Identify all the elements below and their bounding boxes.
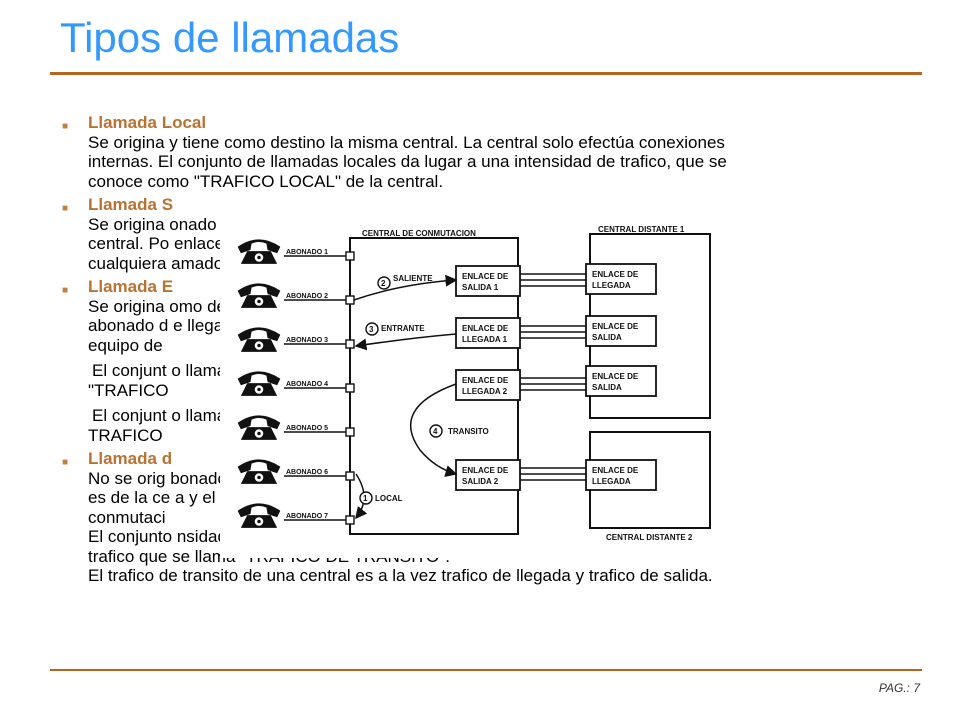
bullet-heading: Llamada Local [88, 113, 207, 132]
bullet-item-local: ■ Llamada Local Se origina y tiene como … [62, 113, 932, 191]
call-types-diagram: CENTRAL DE CONMUTACION CENTRAL DISTANTE … [220, 188, 746, 558]
telephone-icon [237, 459, 281, 484]
route-saliente-arrow [353, 274, 458, 301]
telephone-icon [237, 503, 281, 528]
box-label-line-2: SALIDA [592, 383, 622, 392]
route-label-local: 1 LOCAL [359, 491, 403, 505]
bullet-text: internas. El conjunto de llamadas locale… [88, 152, 727, 171]
route-label-saliente: 2 SALIENTE [377, 274, 433, 290]
subscriber-label: ABONADO 7 [286, 513, 328, 520]
box-label-line-2: LLEGADA 1 [462, 335, 508, 344]
footer-divider [50, 669, 922, 671]
bullet-heading: Llamada E [88, 277, 174, 296]
bullet-text: "TRAFICO [88, 380, 169, 400]
subscriber-label: ABONADO 5 [286, 425, 328, 432]
bullet-text: cualquiera amado. [88, 253, 228, 273]
box-label-line-2: LLEGADA [592, 477, 631, 486]
bullet-heading: Llamada d [88, 449, 173, 468]
route-name: LOCAL [375, 494, 403, 503]
page-title: Tipos de llamadas [60, 14, 400, 61]
subscriber-3: ABONADO 3 [237, 327, 355, 352]
route-number: 4 [433, 427, 438, 436]
bullet-marker-icon: ■ [62, 457, 69, 468]
box-label-line-1: ENLACE DE [462, 466, 509, 475]
central-enlace-llegada-1: ENLACE DE LLEGADA 1 [455, 317, 521, 349]
bullet-text: El conjunt o llamada [92, 406, 246, 425]
distant-enlace-llegada-1: ENLACE DE LLEGADA [585, 263, 657, 295]
route-name: ENTRANTE [381, 324, 425, 333]
subscriber-label: ABONADO 4 [286, 381, 328, 388]
distant-central-2-title: CENTRAL DISTANTE 2 [606, 533, 693, 542]
telephone-icon [237, 239, 281, 264]
subscriber-6: ABONADO 6 [237, 459, 355, 484]
route-name: TRANSITO [448, 427, 489, 436]
trunk-lines [520, 273, 586, 481]
bullet-marker-icon: ■ [62, 203, 69, 214]
telephone-icon [237, 371, 281, 396]
subscriber-5: ABONADO 5 [237, 415, 355, 440]
box-label-line-2: LLEGADA [592, 281, 631, 290]
route-label-transito: 4 TRANSITO [429, 424, 489, 438]
telephone-icon [237, 415, 281, 440]
route-transito-arrow [410, 383, 458, 477]
box-label-line-1: ENLACE DE [462, 324, 509, 333]
route-label-entrante: 3 ENTRANTE [365, 322, 425, 336]
route-number: 2 [381, 279, 386, 288]
subscriber-4: ABONADO 4 [237, 371, 355, 396]
subscriber-label: ABONADO 2 [286, 293, 328, 300]
bullet-text: TRAFICO [88, 425, 163, 445]
bullet-marker-icon: ■ [62, 121, 69, 132]
bullet-text: El trafico de transito de una central es… [88, 566, 713, 585]
page-number: PAG.: 7 [878, 681, 920, 695]
route-number: 3 [369, 325, 374, 334]
box-label-line-2: LLEGADA 2 [462, 387, 508, 396]
central-enlace-llegada-2: ENLACE DE LLEGADA 2 [455, 369, 521, 401]
box-label-line-1: ENLACE DE [592, 322, 639, 331]
box-label-line-1: ENLACE DE [462, 272, 509, 281]
bullet-text: El conjunto nsidad de [88, 527, 251, 546]
bullet-heading: Llamada S [88, 195, 174, 214]
subscriber-label: ABONADO 6 [286, 469, 328, 476]
subscriber-7: ABONADO 7 [237, 503, 355, 528]
box-label-line-2: SALIDA [592, 333, 622, 342]
route-entrante-arrow [354, 333, 457, 351]
telephone-icon [237, 283, 281, 308]
bullet-text: Se origina y tiene como destino la misma… [88, 132, 725, 152]
box-label-line-1: ENLACE DE [462, 376, 509, 385]
route-name: SALIENTE [393, 274, 433, 283]
box-label-line-2: SALIDA 2 [462, 477, 499, 486]
distant-enlace-salida-1: ENLACE DE SALIDA [585, 315, 657, 347]
subscriber-label: ABONADO 3 [286, 337, 328, 344]
bullet-text: conoce como "TRAFICO LOCAL" de la centra… [88, 171, 444, 191]
distant-enlace-salida-2: ENLACE DE SALIDA [585, 365, 657, 397]
bullet-text: conmutaci [88, 507, 166, 527]
subscriber-1: ABONADO 1 [237, 239, 355, 264]
telephone-icon [237, 327, 281, 352]
box-label-line-1: ENLACE DE [592, 270, 639, 279]
box-label-line-1: ENLACE DE [592, 372, 639, 381]
bullet-text: equipo de [88, 335, 163, 355]
diagram-canvas: CENTRAL DE CONMUTACION CENTRAL DISTANTE … [237, 225, 711, 542]
route-number: 1 [363, 494, 368, 503]
bullet-text: El conjunt o llamada [92, 361, 246, 380]
box-label-line-2: SALIDA 1 [462, 283, 499, 292]
bullet-marker-icon: ■ [62, 285, 69, 296]
central-enlace-salida-2: ENLACE DE SALIDA 2 [455, 459, 521, 491]
title-divider [50, 72, 922, 75]
subscriber-label: ABONADO 1 [286, 249, 328, 256]
box-label-line-1: ENLACE DE [592, 466, 639, 475]
subscriber-2: ABONADO 2 [237, 283, 355, 308]
distant-enlace-llegada-2: ENLACE DE LLEGADA [585, 459, 657, 491]
central-title: CENTRAL DE CONMUTACION [362, 229, 476, 238]
distant-central-1-title: CENTRAL DISTANTE 1 [598, 225, 685, 234]
central-enlace-salida-1: ENLACE DE SALIDA 1 [455, 265, 521, 297]
